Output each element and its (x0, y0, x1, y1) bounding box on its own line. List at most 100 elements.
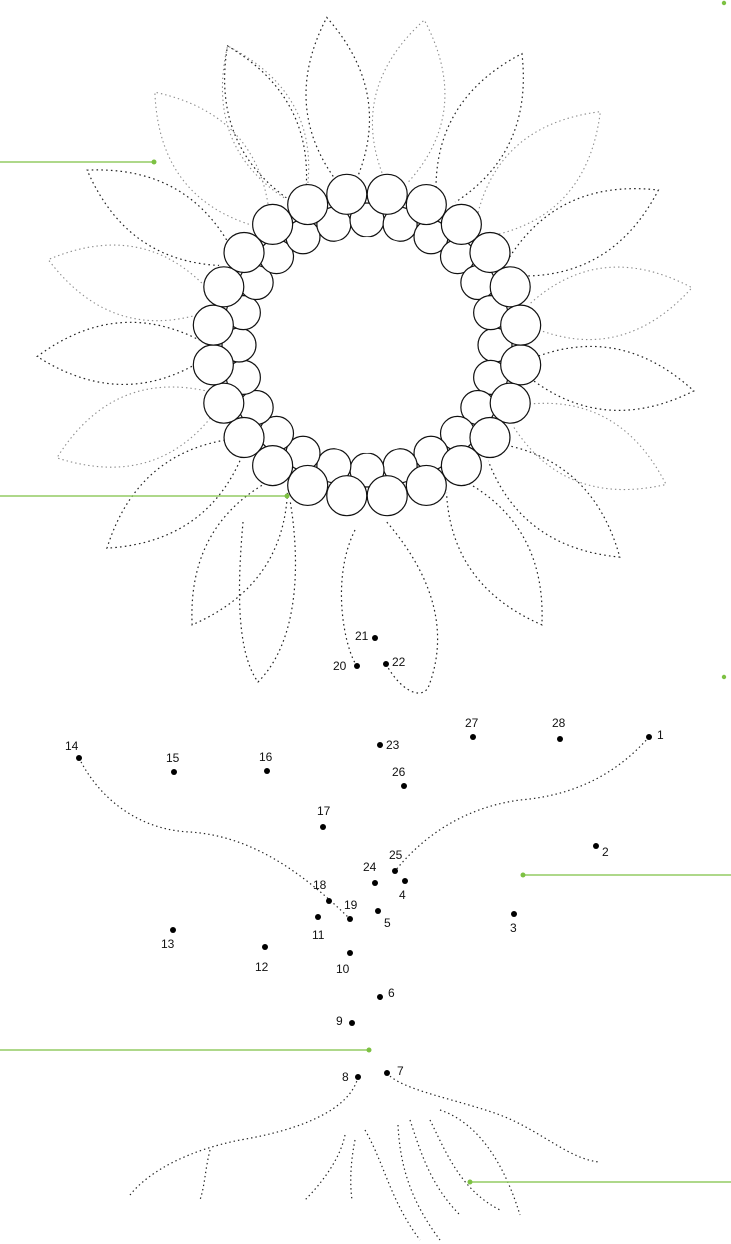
dot-9: 9 (336, 1014, 355, 1028)
seed-outer (204, 267, 244, 307)
dot-marker (511, 911, 517, 917)
dot-marker (264, 768, 270, 774)
front-petal (37, 322, 217, 384)
seed-outer (204, 383, 244, 423)
dot-number: 20 (333, 659, 347, 673)
dot-number: 18 (313, 878, 327, 892)
dot-6: 6 (377, 986, 395, 1000)
front-petal (87, 170, 240, 266)
dot-number: 11 (312, 928, 325, 942)
dot-number: 5 (384, 916, 391, 930)
dot-number: 17 (317, 804, 331, 818)
dot-13: 13 (161, 927, 176, 951)
seed-outer (327, 476, 367, 516)
dot-20: 20 (333, 659, 360, 673)
dot-1: 1 (646, 728, 664, 742)
dot-27: 27 (465, 716, 479, 740)
back-petal (155, 92, 271, 230)
seed-outer (367, 476, 407, 516)
dot-3: 3 (510, 911, 517, 935)
dot-marker (593, 843, 599, 849)
back-petal (48, 245, 222, 321)
seed-outer (288, 185, 328, 225)
dot-number: 1 (657, 728, 664, 742)
dot-number: 15 (166, 751, 180, 765)
dot-marker (377, 994, 383, 1000)
seed-outer (490, 383, 530, 423)
dot-number: 13 (161, 937, 175, 951)
dot-marker (557, 736, 563, 742)
dot-marker (315, 914, 321, 920)
seed-outer (193, 305, 233, 345)
dot-number: 26 (392, 765, 406, 779)
dot-number: 10 (336, 962, 350, 976)
seed-outer (470, 232, 510, 272)
dot-number: 23 (386, 738, 400, 752)
seed-outer (501, 345, 541, 385)
dot-number: 25 (389, 848, 403, 862)
dot-marker (377, 742, 383, 748)
roots (130, 1073, 600, 1240)
back-petal (503, 403, 666, 489)
right-leaf-guide (395, 737, 649, 871)
dot-22: 22 (383, 655, 406, 669)
dot-2: 2 (593, 843, 609, 859)
front-petal (225, 46, 307, 209)
left-leaf-guide (79, 758, 350, 919)
front-petal (306, 17, 369, 196)
dot-18: 18 (313, 878, 332, 904)
front-petal (482, 441, 620, 557)
center-disk (259, 237, 475, 453)
seed-outer (327, 174, 367, 214)
seed-outer (253, 204, 293, 244)
dot-number: 27 (465, 716, 479, 730)
dot-number: 16 (259, 750, 273, 764)
back-petal (222, 46, 308, 209)
dot-17: 17 (317, 804, 331, 830)
dot-12: 12 (255, 944, 269, 974)
front-petal (107, 437, 249, 548)
seed-outer (288, 465, 328, 505)
dot-marker (372, 880, 378, 886)
dot-marker (262, 944, 268, 950)
dot-marker (392, 868, 398, 874)
front-petal (192, 472, 288, 625)
seed-outer (367, 174, 407, 214)
dot-11: 11 (312, 914, 325, 942)
dot-number: 4 (399, 888, 406, 902)
dot-number: 21 (355, 629, 369, 643)
dot-number: 28 (552, 716, 566, 730)
dot-marker (320, 824, 326, 830)
dot-26: 26 (392, 765, 407, 789)
seed-outer (490, 267, 530, 307)
dot-14: 14 (65, 739, 82, 761)
dot-number: 9 (336, 1014, 343, 1028)
seed-outer (224, 418, 264, 458)
dot-number: 22 (392, 655, 406, 669)
dot-7: 7 (384, 1064, 404, 1078)
dot-marker (349, 1020, 355, 1026)
dot-marker (375, 908, 381, 914)
back-petal (515, 267, 692, 339)
seed-outer (193, 345, 233, 385)
dot-marker (326, 898, 332, 904)
dot-marker (402, 878, 408, 884)
dot-16: 16 (259, 750, 273, 774)
dot-5: 5 (375, 908, 391, 930)
dot-15: 15 (166, 751, 180, 775)
dot-number: 8 (342, 1070, 349, 1084)
dot-marker (372, 635, 378, 641)
dot-marker (171, 769, 177, 775)
dot-number: 12 (255, 960, 269, 974)
dot-23: 23 (377, 738, 400, 752)
dot-number: 19 (344, 898, 358, 912)
dot-number: 3 (510, 921, 517, 935)
dot-24: 24 (363, 860, 378, 886)
dot-number: 7 (397, 1064, 404, 1078)
dot-10: 10 (336, 950, 353, 976)
front-petal (436, 54, 523, 213)
seed-outer (406, 185, 446, 225)
dot-marker (347, 950, 353, 956)
